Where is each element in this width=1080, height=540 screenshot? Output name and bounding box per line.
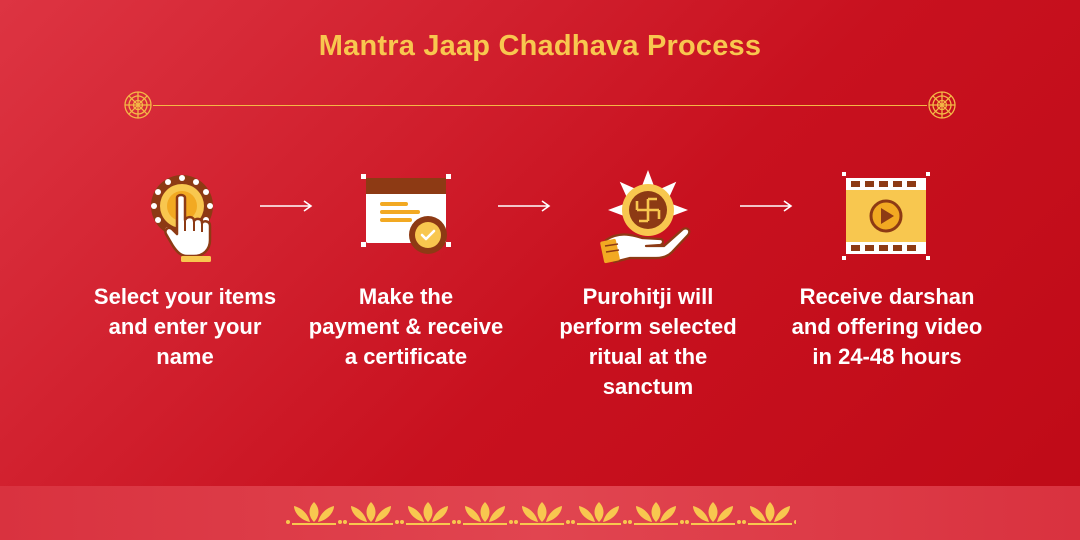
swastika-offering-icon bbox=[600, 170, 691, 264]
lotus-pattern-icon bbox=[286, 502, 796, 525]
arrow-right-icon bbox=[738, 198, 794, 214]
footer-band bbox=[0, 486, 1080, 540]
rosette-icon bbox=[928, 91, 956, 119]
certificate-icon bbox=[361, 174, 451, 254]
page-title: Mantra Jaap Chadhava Process bbox=[318, 30, 762, 62]
title-divider bbox=[153, 105, 927, 106]
video-film-icon bbox=[842, 172, 930, 260]
arrow-right-icon bbox=[496, 198, 552, 214]
rosette-icon bbox=[124, 91, 152, 119]
arrow-right-icon bbox=[258, 198, 314, 214]
pointing-hand-icon bbox=[151, 175, 213, 262]
